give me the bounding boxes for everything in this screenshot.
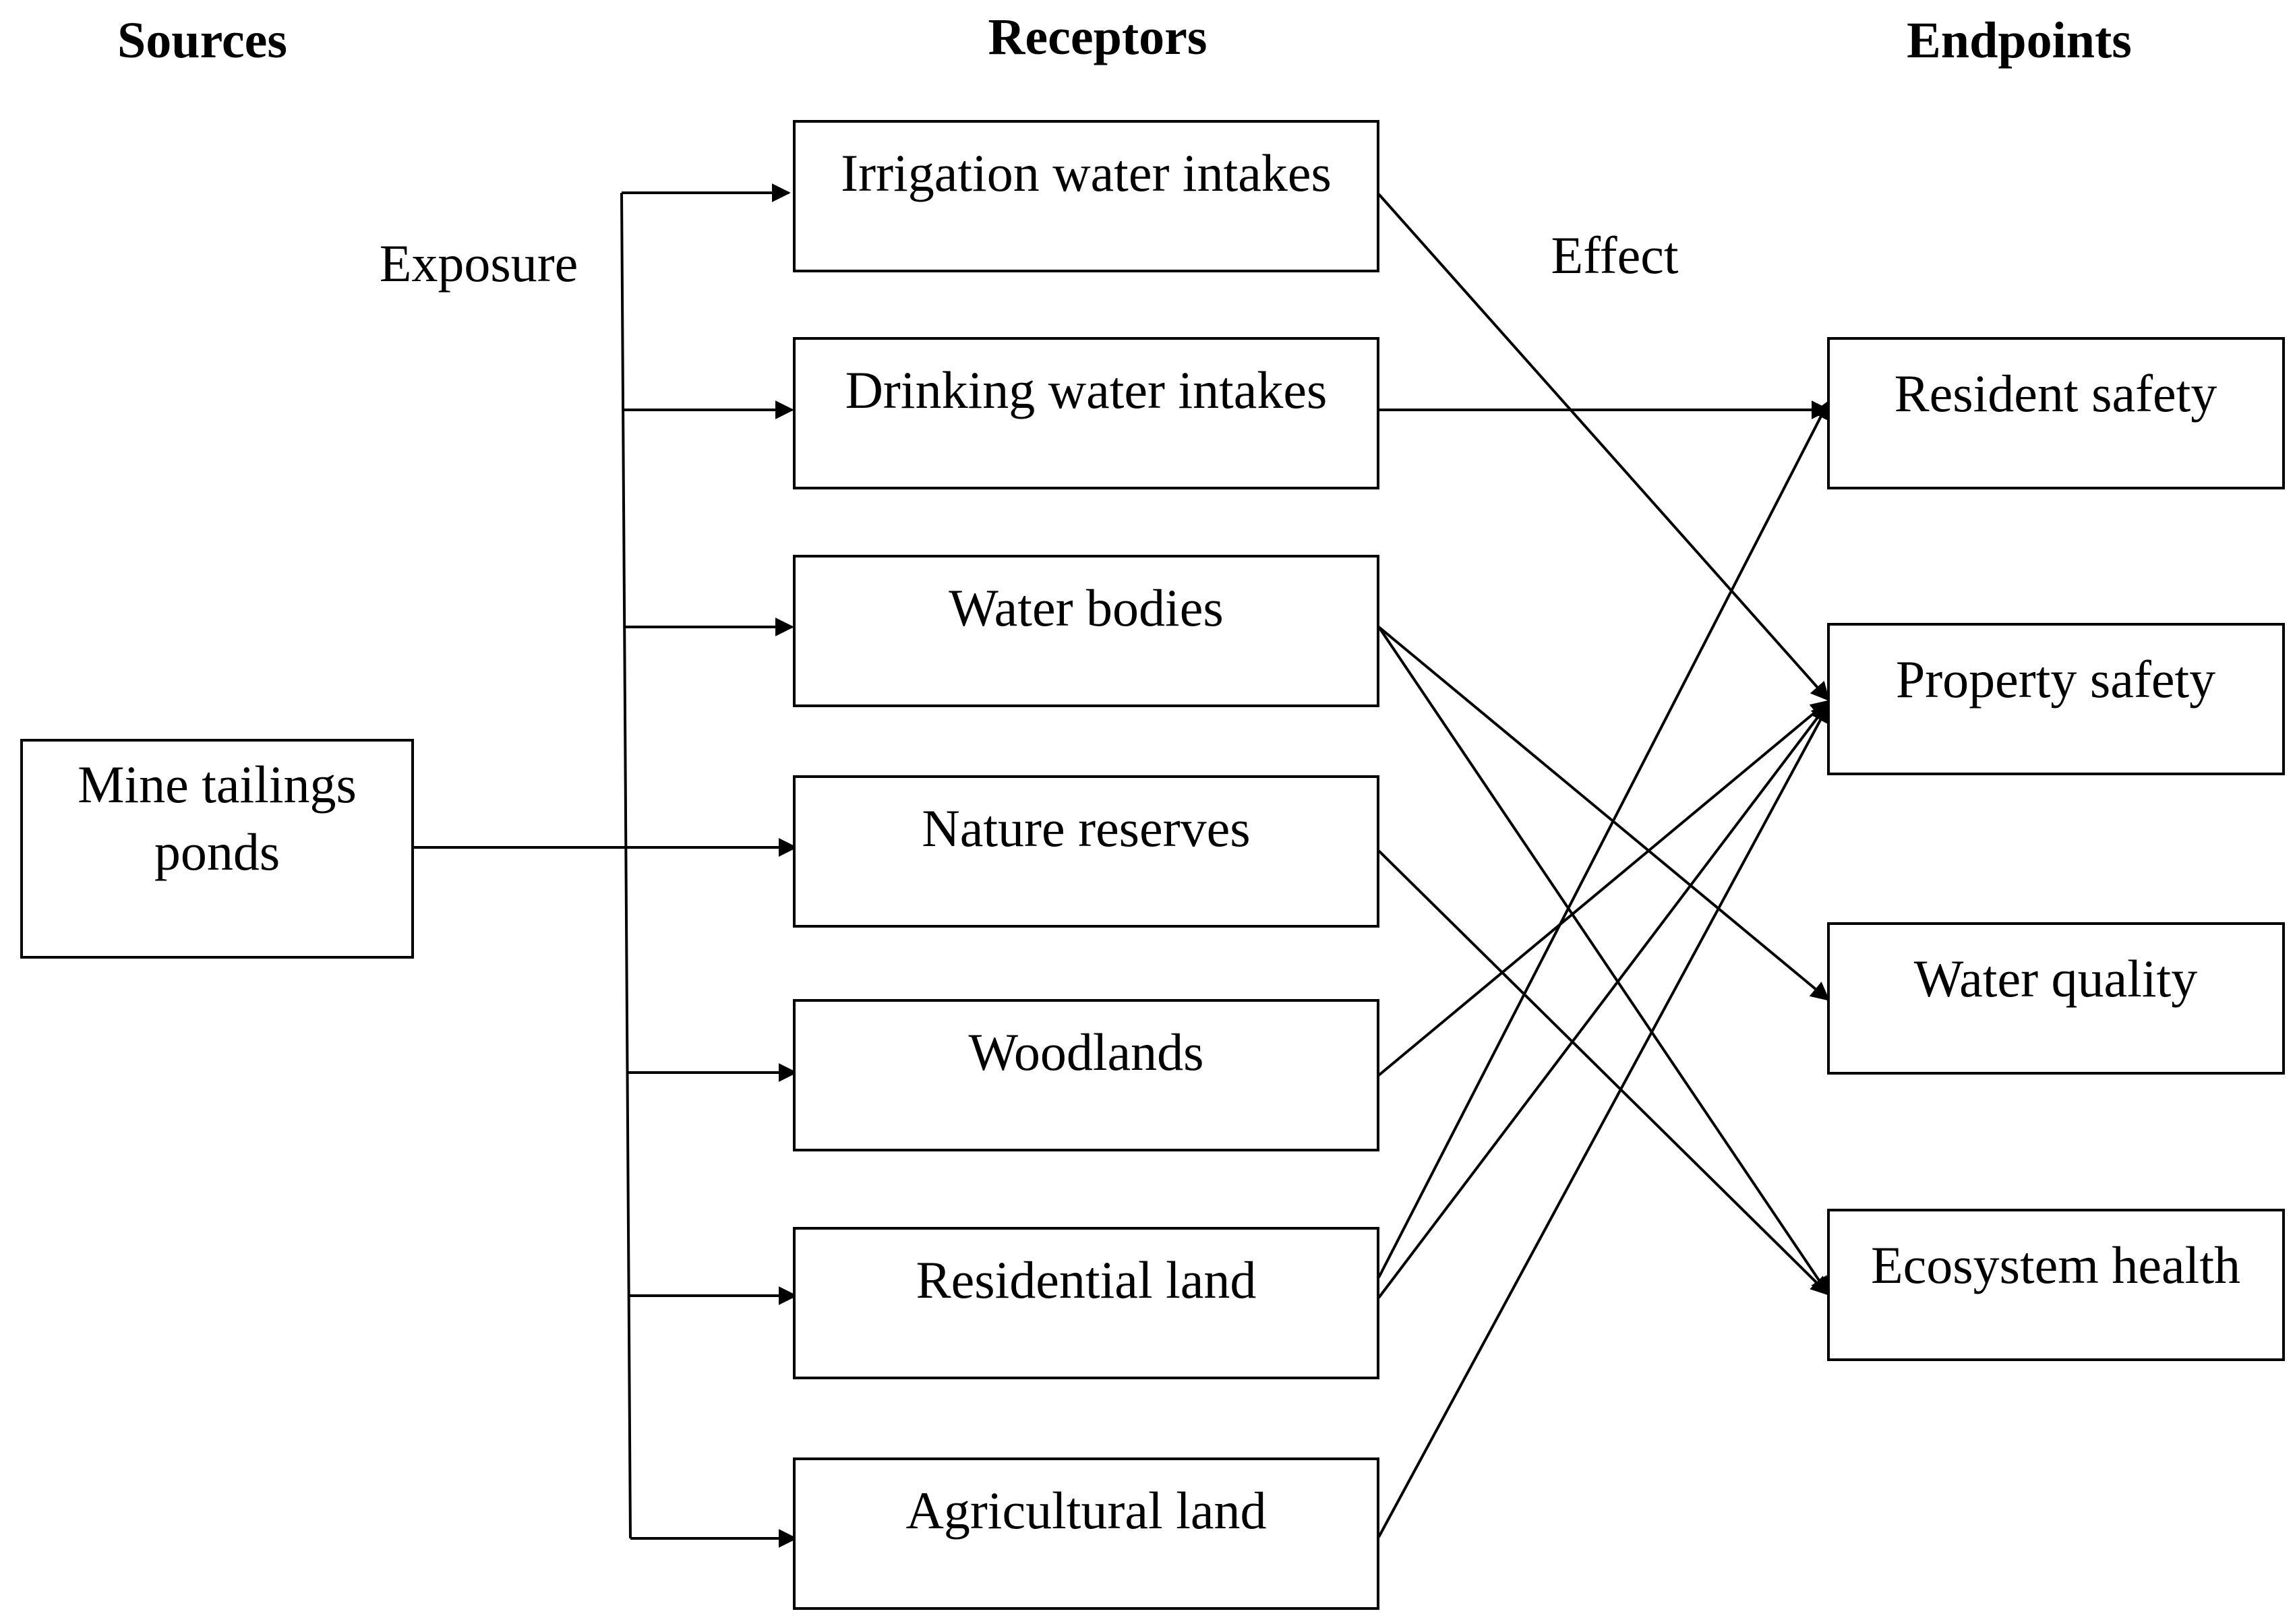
effect-residential-to-property xyxy=(1377,701,1830,1299)
endpoint-label: Ecosystem health xyxy=(1871,1236,2240,1294)
source-label-line2: ponds xyxy=(154,822,280,881)
receptor-woodlands: Woodlands xyxy=(793,999,1379,1151)
receptor-label: Drinking water intakes xyxy=(845,361,1328,419)
effect-irrigation-to-property xyxy=(1377,193,1830,702)
receptor-irrigation-water-intakes: Irrigation water intakes xyxy=(793,120,1379,272)
endpoint-label: Resident safety xyxy=(1895,364,2217,423)
receptor-residential-land: Residential land xyxy=(793,1227,1379,1379)
endpoint-label: Water quality xyxy=(1914,949,2197,1008)
receptor-label: Nature reserves xyxy=(922,799,1250,858)
receptor-water-bodies: Water bodies xyxy=(793,555,1379,707)
effect-nature-to-ecosystem xyxy=(1377,849,1830,1296)
receptor-agricultural-land: Agricultural land xyxy=(793,1457,1379,1610)
source-label-line1: Mine tailings xyxy=(78,755,357,814)
exposure-connectors xyxy=(413,183,798,1548)
endpoint-water-quality: Water quality xyxy=(1827,922,2285,1075)
receptor-label: Residential land xyxy=(916,1251,1257,1309)
heading-endpoints: Endpoints xyxy=(1907,12,2132,69)
heading-receptors: Receptors xyxy=(988,9,1208,65)
receptor-label: Irrigation water intakes xyxy=(841,144,1332,202)
receptor-label: Agricultural land xyxy=(906,1481,1267,1540)
exposure-trunk xyxy=(620,192,632,1539)
effect-label: Effect xyxy=(1551,226,1678,284)
heading-sources: Sources xyxy=(117,12,287,69)
effect-waterbodies-to-quality xyxy=(1377,626,1830,1001)
effect-connectors xyxy=(1377,193,1830,1538)
receptor-label: Woodlands xyxy=(968,1023,1203,1081)
endpoint-resident-safety: Resident safety xyxy=(1827,337,2285,489)
receptor-label: Water bodies xyxy=(949,578,1223,637)
effect-agricultural-to-property xyxy=(1377,703,1830,1538)
endpoint-label: Property safety xyxy=(1896,650,2215,709)
endpoint-ecosystem-health: Ecosystem health xyxy=(1827,1209,2285,1361)
receptor-nature-reserves: Nature reserves xyxy=(793,775,1379,928)
effect-woodlands-to-property xyxy=(1377,700,1830,1077)
endpoint-property-safety: Property safety xyxy=(1827,623,2285,775)
receptor-drinking-water-intakes: Drinking water intakes xyxy=(793,337,1379,489)
effect-residential-to-resident xyxy=(1377,400,1830,1278)
source-box: Mine tailings ponds xyxy=(20,739,414,959)
effect-waterbodies-to-ecosystem xyxy=(1377,626,1830,1296)
exposure-label: Exposure xyxy=(380,234,578,293)
